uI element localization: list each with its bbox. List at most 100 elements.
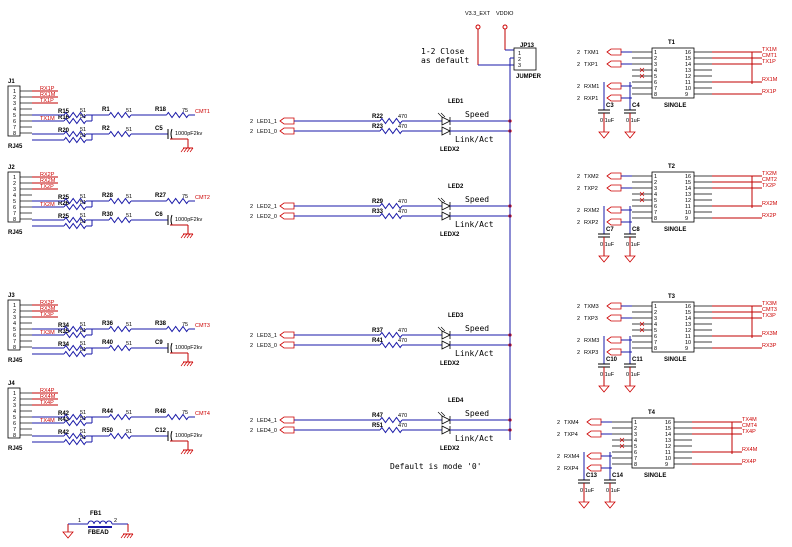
rj45-pin-number: 3: [13, 403, 16, 409]
pin-number: 2: [557, 454, 560, 460]
transformer-pin-number: 10: [685, 86, 691, 92]
rj45-net-label: RX2M: [40, 178, 56, 184]
led-net-label: LED1_1: [257, 119, 277, 125]
rj45-net-label: TX1P: [40, 98, 54, 104]
resistor-ref: R27: [155, 193, 167, 199]
pin-number: 2: [577, 220, 580, 226]
net-port: [279, 341, 295, 349]
transformer-output-net: RX3M: [762, 331, 778, 337]
net-port: [279, 212, 295, 220]
transformer-body: [651, 301, 695, 353]
transformer-pin-number: 12: [685, 328, 691, 334]
resistor-value: 51: [126, 194, 132, 200]
jumper-type: JUMPER: [516, 74, 542, 80]
vddio-label: VDDIO: [496, 11, 514, 17]
resistor-value: 51: [80, 114, 86, 120]
speed-label: Speed: [465, 110, 489, 119]
resistor-symbol: [63, 136, 87, 144]
resistor-value: 51: [80, 219, 86, 225]
transformer-output-net: RX1M: [762, 77, 778, 83]
transformer-net-label: RXP3: [584, 350, 598, 356]
transformer-net-label: TXP1: [584, 62, 598, 68]
no-connect-mark: [639, 321, 645, 327]
transformer-pin-number: 5: [654, 328, 657, 334]
net-port: [606, 336, 622, 344]
capacitor-ref: C4: [632, 103, 640, 109]
rj45-pin-number: 2: [13, 309, 16, 315]
resistor-symbol: [379, 212, 403, 220]
led-ref: LED2: [448, 184, 464, 190]
rj45-ref: J1: [8, 79, 15, 85]
resistor-symbol: [166, 197, 189, 205]
resistor-ref: R42: [58, 411, 70, 417]
resistor-ref: R41: [372, 338, 384, 344]
led-diode: [441, 425, 451, 435]
transformer-net-label: RXM3: [584, 338, 599, 344]
resistor-value: 75: [182, 194, 188, 200]
transformer-output-net: TX2P: [762, 183, 776, 189]
transformer-pin-number: 15: [685, 180, 691, 186]
net-port: [279, 127, 295, 135]
rj45-net-label: RX3M: [40, 306, 56, 312]
resistor-symbol: [108, 111, 132, 119]
led-part: LEDX2: [440, 446, 460, 452]
rj45-pin-number: 8: [13, 131, 16, 137]
transformer-pin-number: 3: [634, 432, 637, 438]
transformer-output-net: TX3M: [762, 301, 777, 307]
transformer-output-net: RX2P: [762, 213, 777, 219]
net-port: [586, 464, 602, 472]
transformer-ref: T1: [668, 40, 676, 46]
led-net-label: LED4_0: [257, 428, 277, 434]
transformer-pin-number: 8: [634, 462, 637, 468]
transformer-pin-number: 11: [685, 80, 691, 86]
capacitor-value: 0.1uF: [580, 488, 595, 494]
rj45-net-label: TX2M: [40, 202, 55, 208]
vddio-port: [502, 24, 508, 30]
transformer-body: [631, 417, 675, 469]
transformer-output-net: TX3P: [762, 313, 776, 319]
rj45-pin-number: 1: [13, 89, 16, 95]
rj45-pin-number: 7: [13, 427, 16, 433]
rj45-pin-number: 5: [13, 327, 16, 333]
resistor-ref: R16: [58, 115, 70, 121]
resistor-ref: R28: [102, 193, 114, 199]
rj45-pin-number: 4: [13, 107, 16, 113]
pin-number: 2: [557, 466, 560, 472]
transformer-net-label: RXM1: [584, 84, 599, 90]
ground-symbol: [598, 385, 610, 393]
resistor-value: 470: [398, 209, 407, 215]
transformer-pin-number: 4: [654, 192, 657, 198]
transformer-pin-number: 2: [654, 310, 657, 316]
capacitor-value: 1000pF2kv: [175, 345, 202, 351]
transformer-pin-number: 16: [685, 50, 691, 56]
transformer-pin-number: 7: [634, 456, 637, 462]
resistor-value: 51: [126, 341, 132, 347]
pin-number: 2: [577, 50, 580, 56]
transformer-pin-number: 5: [654, 198, 657, 204]
resistor-symbol: [108, 197, 132, 205]
rj45-net-label: TX1M: [40, 116, 55, 122]
net-port: [606, 206, 622, 214]
transformer-pin-number: 13: [685, 192, 691, 198]
resistor-symbol: [63, 203, 87, 211]
net-port: [279, 331, 295, 339]
transformer-pin-number: 6: [654, 204, 657, 210]
rj45-pin-number: 2: [13, 95, 16, 101]
led-ref: LED1: [448, 99, 464, 105]
rj45-net-label: RX3P: [40, 300, 55, 306]
resistor-ref: R50: [102, 428, 114, 434]
resistor-ref: R15: [58, 109, 70, 115]
transformer-output-net: TX2M: [762, 171, 777, 177]
capacitor-plate: [170, 128, 173, 140]
led-pin-number: 2: [250, 119, 253, 125]
transformer-pin-number: 15: [685, 56, 691, 62]
resistor-value: 51: [80, 347, 86, 353]
jp-pin3: 3: [518, 63, 521, 69]
resistor-ref: R34: [58, 342, 70, 348]
cmt-net-label: CMT1: [195, 109, 210, 115]
resistor-value: 51: [80, 213, 86, 219]
rj45-pin-number: 5: [13, 113, 16, 119]
led-part: LEDX2: [440, 147, 460, 153]
